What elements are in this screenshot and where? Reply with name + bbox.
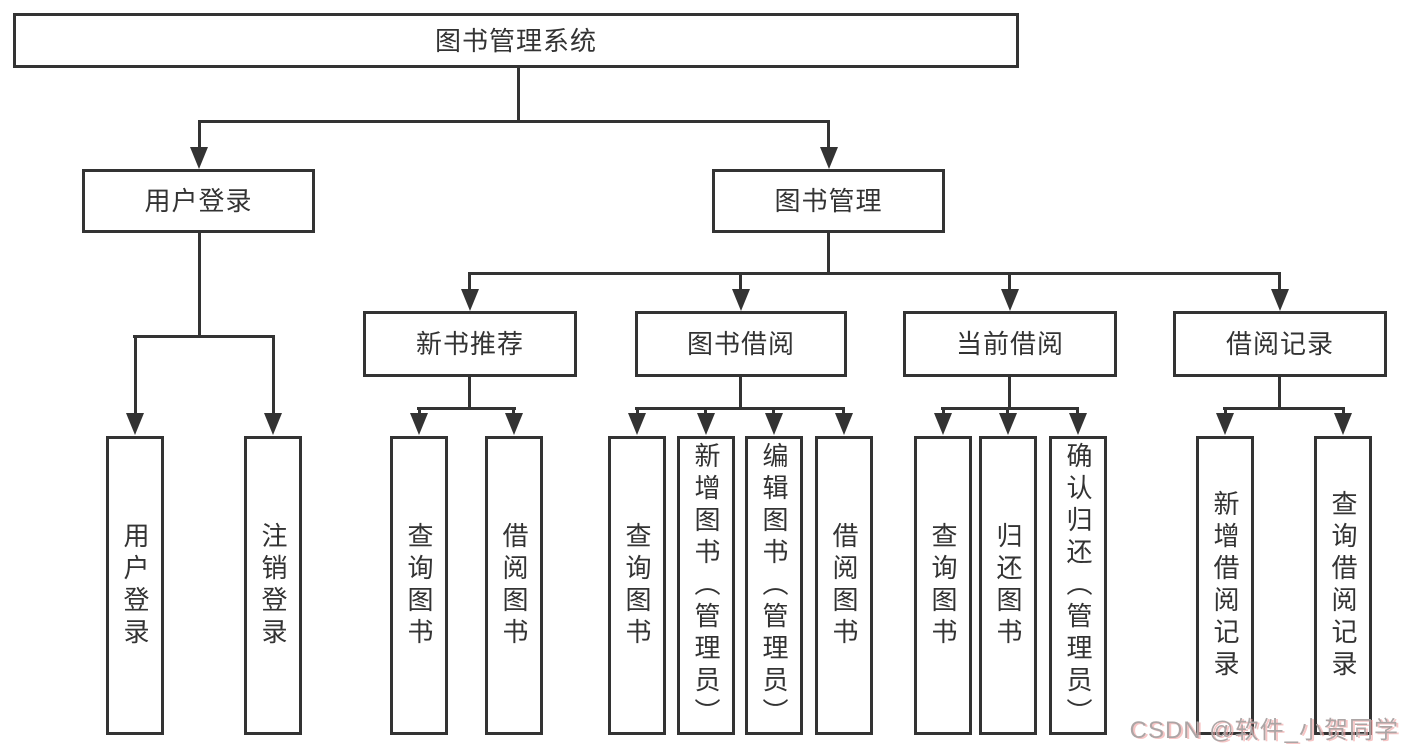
node-root-label: 图书管理系统 <box>434 25 597 56</box>
leaf-edit-book-admin: 编辑图书（管理员） <box>745 436 803 735</box>
leaf-query-books-current: 查询图书 <box>914 436 972 735</box>
connector-drop-leaf <box>636 407 639 415</box>
leaf-query-books-recommend: 查询图书 <box>390 436 448 735</box>
connector-drop-leaf <box>418 407 421 415</box>
connector-level2-rail <box>198 120 830 123</box>
leaf-borrow-books-recommend: 借阅图书 <box>485 436 543 735</box>
leaf-return-book: 归还图书 <box>979 436 1037 735</box>
arrow-down-icon <box>264 413 282 435</box>
connector-drop-leaf <box>772 407 775 415</box>
connector-drop-new-book-recommend <box>468 272 471 291</box>
arrow-down-icon <box>732 289 750 311</box>
arrow-down-icon <box>1069 413 1087 435</box>
leaf-label: 确认归还（管理员） <box>1063 441 1093 730</box>
arrow-down-icon <box>999 413 1017 435</box>
arrow-down-icon <box>765 413 783 435</box>
leaf-label: 查询图书 <box>404 521 434 650</box>
connector-drop-leaf-user-login <box>134 335 137 415</box>
leaf-query-borrow-record: 查询借阅记录 <box>1314 436 1372 735</box>
leaf-label: 新增图书（管理员） <box>691 441 721 730</box>
connector-drop-leaf <box>512 407 515 415</box>
arrow-down-icon <box>505 413 523 435</box>
node-book-borrowing-label: 图书借阅 <box>686 329 795 359</box>
connector-user-login-stub <box>198 233 201 335</box>
leaf-label: 查询借阅记录 <box>1328 489 1358 682</box>
connector-drop-leaf <box>1076 407 1079 415</box>
arrow-down-icon <box>628 413 646 435</box>
node-book-borrowing: 图书借阅 <box>635 311 847 377</box>
leaf-query-books-borrowing: 查询图书 <box>608 436 666 735</box>
connector-drop-leaf <box>842 407 845 415</box>
leaf-label: 借阅图书 <box>829 521 859 650</box>
connector-borrowing-records-stub <box>1278 377 1281 407</box>
node-borrowing-records: 借阅记录 <box>1173 311 1387 377</box>
node-new-book-recommend: 新书推荐 <box>363 311 577 377</box>
connector-new-book-recommend-stub <box>468 377 471 407</box>
leaf-add-borrow-record: 新增借阅记录 <box>1196 436 1254 735</box>
leaf-label: 借阅图书 <box>499 521 529 650</box>
node-root: 图书管理系统 <box>13 13 1019 68</box>
arrow-down-icon <box>1216 413 1234 435</box>
node-book-management-label: 图书管理 <box>774 186 883 216</box>
leaf-label: 归还图书 <box>993 521 1023 650</box>
connector-root-stub <box>517 68 520 120</box>
arrow-down-icon <box>126 413 144 435</box>
node-user-login: 用户登录 <box>82 169 315 233</box>
leaf-confirm-return-admin: 确认归还（管理员） <box>1049 436 1107 735</box>
connector-current-borrowing-rail <box>941 407 1079 410</box>
arrow-down-icon <box>1271 289 1289 311</box>
connector-drop-user-login <box>198 120 201 147</box>
connector-borrowing-records-rail <box>1223 407 1344 410</box>
leaf-label: 用户登录 <box>120 521 150 650</box>
leaf-borrow-books-borrowing: 借阅图书 <box>815 436 873 735</box>
arrow-down-icon <box>820 147 838 169</box>
arrow-down-icon <box>1001 289 1019 311</box>
leaf-user-login: 用户登录 <box>106 436 164 735</box>
leaf-logout: 注销登录 <box>244 436 302 735</box>
connector-drop-current-borrowing <box>1008 272 1011 291</box>
arrow-down-icon <box>1334 413 1352 435</box>
leaf-label: 新增借阅记录 <box>1210 489 1240 682</box>
connector-drop-leaf-logout <box>272 335 275 415</box>
leaf-label: 查询图书 <box>928 521 958 650</box>
watermark: CSDN @软件_小贺同学 <box>1129 717 1399 744</box>
connector-book-borrowing-rail <box>635 407 845 410</box>
connector-new-book-recommend-rail <box>417 407 516 410</box>
leaf-add-book-admin: 新增图书（管理员） <box>677 436 735 735</box>
arrow-down-icon <box>934 413 952 435</box>
connector-drop-leaf <box>704 407 707 415</box>
node-current-borrowing-label: 当前借阅 <box>955 329 1064 359</box>
node-borrowing-records-label: 借阅记录 <box>1225 329 1334 359</box>
arrow-down-icon <box>190 147 208 169</box>
arrow-down-icon <box>410 413 428 435</box>
node-user-login-label: 用户登录 <box>144 186 253 216</box>
node-book-management: 图书管理 <box>712 169 945 233</box>
connector-drop-book-management <box>827 120 830 147</box>
connector-user-login-rail <box>133 335 274 338</box>
connector-drop-leaf <box>942 407 945 415</box>
arrow-down-icon <box>697 413 715 435</box>
connector-drop-leaf <box>1342 407 1345 415</box>
connector-drop-leaf <box>1006 407 1009 415</box>
leaf-label: 查询图书 <box>622 521 652 650</box>
connector-current-borrowing-stub <box>1008 377 1011 407</box>
connector-drop-borrowing-records <box>1278 272 1281 291</box>
connector-level3-rail <box>469 272 1281 275</box>
connector-drop-leaf <box>1224 407 1227 415</box>
arrow-down-icon <box>835 413 853 435</box>
node-new-book-recommend-label: 新书推荐 <box>415 329 524 359</box>
node-current-borrowing: 当前借阅 <box>903 311 1117 377</box>
connector-book-borrowing-stub <box>739 377 742 407</box>
leaf-label: 编辑图书（管理员） <box>759 441 789 730</box>
leaf-label: 注销登录 <box>258 521 288 650</box>
arrow-down-icon <box>461 289 479 311</box>
connector-book-management-stub <box>827 233 830 272</box>
connector-drop-book-borrowing <box>739 272 742 291</box>
